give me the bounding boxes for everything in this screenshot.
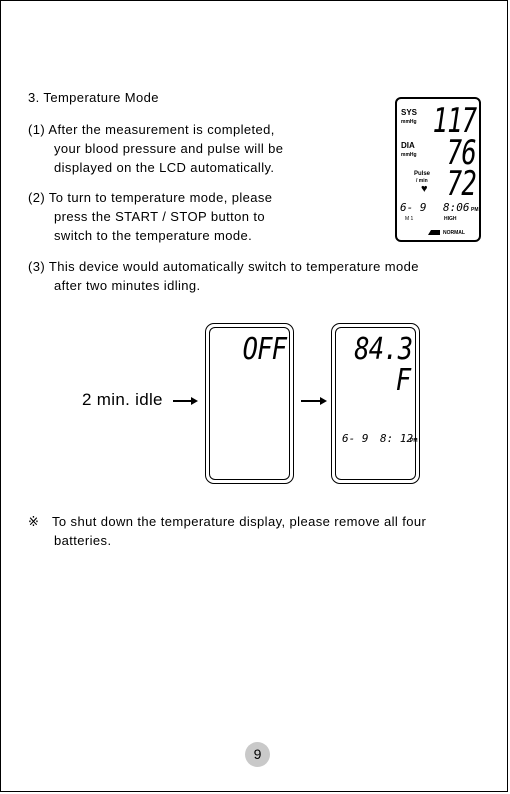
pulse-label: Pulse <box>414 171 431 177</box>
item-3-line-2: after two minutes idling. <box>54 278 201 293</box>
item-2-line-2: press the START / STOP button to <box>54 209 266 224</box>
dia-unit: mmHg <box>401 152 417 158</box>
off-text: OFF <box>242 332 286 367</box>
temperature-ampm: PM <box>410 438 418 444</box>
temperature-unit: F <box>395 363 411 398</box>
lcd-off-display: OFF <box>205 323 294 484</box>
dia-value: 76 <box>446 133 477 173</box>
pulse-unit: / min <box>416 178 428 184</box>
idle-label: 2 min. idle <box>82 390 163 409</box>
pulse-value: 72 <box>446 164 477 204</box>
note-line-1: To shut down the temperature display, pl… <box>52 514 427 529</box>
lcd-temperature-display: 84.3 F 6- 9 8: 12 PM <box>331 323 420 484</box>
sys-unit: mmHg <box>401 119 417 125</box>
temperature-date: 6- 9 <box>342 432 369 445</box>
item-2-line-1: (2) To turn to temperature mode, please <box>28 190 273 205</box>
bp-time: 8:06 <box>443 201 470 214</box>
sys-label: SYS <box>401 108 418 117</box>
item-3-line-1: (3) This device would automatically swit… <box>28 259 419 274</box>
item-1-line-1: (1) After the measurement is completed, <box>28 122 275 137</box>
sys-value: 117 <box>432 101 477 141</box>
item-1-line-2: your blood pressure and pulse will be <box>54 141 284 156</box>
temperature-time: 8: 12 <box>380 432 414 445</box>
item-1-line-3: displayed on the LCD automatically. <box>54 160 275 175</box>
note-symbol: ※ <box>28 514 40 529</box>
lcd-temperature-screen: 84.3 F 6- 9 8: 12 PM <box>335 327 418 480</box>
level-indicator: HIGH <box>444 216 457 222</box>
note-line-2: batteries. <box>54 533 112 548</box>
bp-date: 6- 9 <box>400 201 427 214</box>
bp-ampm: PM <box>471 207 479 213</box>
temperature-value: 84.3 <box>353 332 413 367</box>
heart-icon: ♥ <box>421 183 428 195</box>
item-2-line-3: switch to the temperature mode. <box>54 228 253 243</box>
page-number: 9 <box>245 742 270 767</box>
classification-bar-icon <box>428 230 440 235</box>
section-title: 3. Temperature Mode <box>28 90 159 105</box>
classification-label: NORMAL <box>443 230 465 236</box>
lcd-off-screen: OFF <box>209 327 290 480</box>
arrow-to-temperature-icon <box>301 397 327 404</box>
bp-lcd-display: SYS mmHg 117 DIA mmHg 76 Pulse / min ♥ 7… <box>395 97 481 242</box>
memory-indicator: M 1 <box>405 216 414 222</box>
arrow-to-off-icon <box>173 397 198 404</box>
dia-label: DIA <box>401 141 415 150</box>
